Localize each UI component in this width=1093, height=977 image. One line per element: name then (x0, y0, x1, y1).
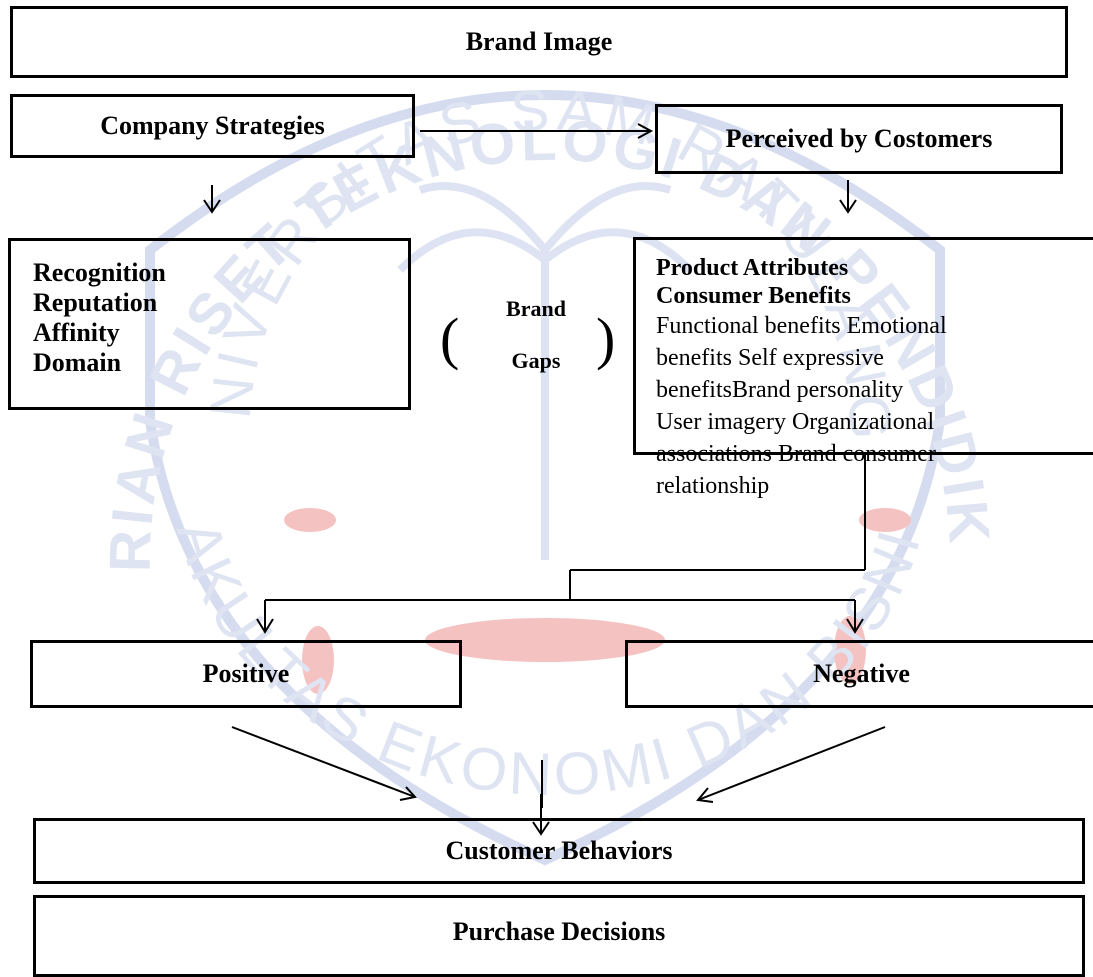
purchase-decisions-label: Purchase Decisions (452, 917, 666, 946)
company-strategies-label: Company Strategies (100, 111, 325, 140)
brand-gaps-line1: Brand (506, 296, 566, 321)
customer-associations-text: Product Attributes Consumer Benefits Fun… (656, 254, 1076, 502)
consumer-benefits-heading: Consumer Benefits (656, 283, 851, 309)
benefit-line: benefitsBrand personality (656, 377, 904, 403)
purchase-decisions-box: Purchase Decisions (33, 895, 1085, 977)
company-dimension-item: Recognition (33, 258, 166, 287)
company-dimensions-list: Recognition Reputation Affinity Domain (33, 258, 166, 378)
company-dimension-item: Domain (33, 348, 122, 377)
benefit-line: benefits Self expressive (656, 345, 884, 371)
brand-gaps-close-paren: ) (596, 306, 616, 371)
benefit-line: associations Brand consumer (656, 441, 936, 467)
brand-image-title: Brand Image (465, 27, 613, 56)
positive-label: Positive (202, 659, 290, 688)
negative-label: Negative (813, 659, 910, 688)
customer-behaviors-box: Customer Behaviors (33, 818, 1085, 884)
brand-image-box: Brand Image (10, 6, 1068, 78)
company-strategies-box: Company Strategies (10, 94, 415, 158)
positive-box: Positive (30, 640, 462, 708)
benefit-line: relationship (656, 473, 770, 499)
perceived-by-customers-label: Perceived by Costomers (725, 124, 993, 153)
benefit-line: Functional benefits Emotional (656, 313, 947, 339)
negative-box: Negative (625, 640, 1093, 708)
brand-gaps-line2: Gaps (511, 348, 561, 373)
customer-associations-box (633, 237, 1093, 455)
customer-behaviors-label: Customer Behaviors (445, 836, 673, 865)
perceived-by-customers-box: Perceived by Costomers (655, 104, 1063, 174)
company-dimensions-box (8, 238, 411, 410)
company-dimension-item: Affinity (33, 318, 120, 347)
company-dimension-item: Reputation (33, 288, 158, 317)
benefit-line: User imagery Organizational (656, 409, 935, 435)
brand-gaps-open-paren: ( (440, 306, 460, 371)
product-attributes-heading: Product Attributes (656, 255, 849, 281)
